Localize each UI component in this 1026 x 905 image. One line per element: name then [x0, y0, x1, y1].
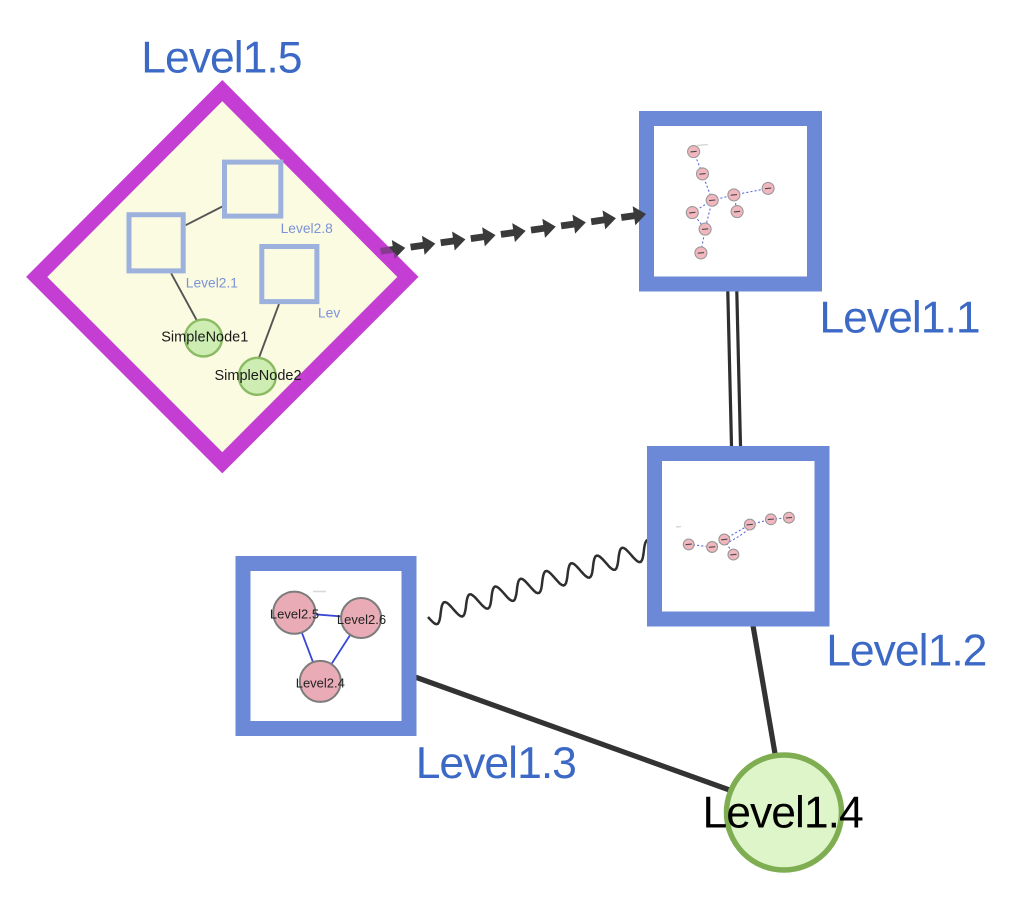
svg-text:Level2.8: Level2.8: [281, 221, 333, 236]
svg-text:Lev: Lev: [318, 305, 340, 320]
svg-text:Level1.3: Level1.3: [416, 739, 576, 788]
svg-text:Level2.4: Level2.4: [296, 675, 345, 690]
svg-text:Level2.1: Level2.1: [186, 275, 238, 290]
svg-text:SimpleNode2: SimpleNode2: [214, 368, 301, 384]
svg-text:Level1.4: Level1.4: [703, 788, 863, 837]
svg-text:SimpleNode1: SimpleNode1: [161, 330, 248, 346]
svg-text:Level2.5: Level2.5: [270, 607, 319, 622]
svg-text:Level1.2: Level1.2: [826, 626, 986, 675]
svg-text:Level1.5: Level1.5: [141, 34, 301, 83]
svg-text:Level2.6: Level2.6: [337, 612, 386, 627]
svg-text:Level1.1: Level1.1: [819, 294, 979, 343]
